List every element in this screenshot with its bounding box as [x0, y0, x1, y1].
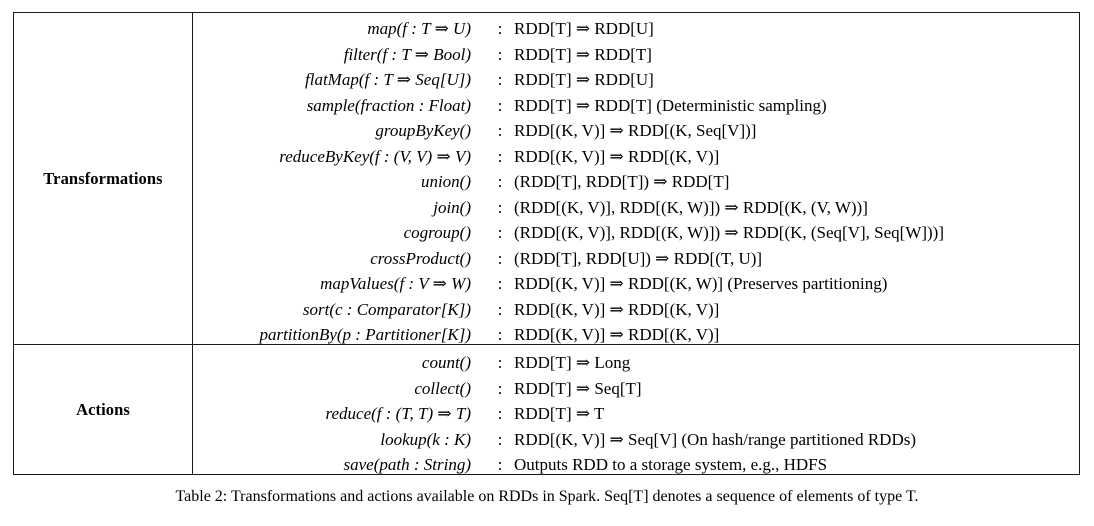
table-row: union() : (RDD[T], RDD[T]) ⇒ RDD[T]: [193, 169, 1079, 195]
operation-type: RDD[(K, V)] ⇒ RDD[(K, V)]: [514, 325, 720, 344]
operation-type: (RDD[(K, V)], RDD[(K, W)]) ⇒ RDD[(K, (V,…: [514, 197, 868, 217]
table-row: partitionBy(p : Partitioner[K]) : RDD[(K…: [193, 322, 1079, 348]
operation-signature: filter(f : T ⇒ Bool): [343, 44, 471, 64]
operation-type: RDD[T] ⇒ RDD[T]: [514, 44, 652, 64]
operation-signature: join(): [433, 197, 471, 217]
table-row: flatMap(f : T ⇒ Seq[U]) : RDD[T] ⇒ RDD[U…: [193, 67, 1079, 93]
row-colon: :: [497, 70, 503, 89]
table-row: save(path : String) : Outputs RDD to a s…: [193, 452, 1079, 478]
row-colon: :: [497, 274, 503, 293]
row-colon: :: [497, 299, 503, 319]
table-row: lookup(k : K) : RDD[(K, V)] ⇒ Seq[V] (On…: [193, 427, 1079, 453]
operation-signature: flatMap(f : T ⇒ Seq[U]): [305, 70, 471, 89]
operation-signature: reduce(f : (T, T) ⇒ T): [325, 404, 472, 423]
operation-signature: save(path : String): [343, 455, 471, 474]
table-caption: Table 2: Transformations and actions ava…: [175, 488, 919, 505]
operation-type: RDD[(K, V)] ⇒ RDD[(K, V)]: [514, 146, 720, 166]
rdd-operations-table: Transformations map(f : T ⇒ U) : RDD[T] …: [13, 12, 1080, 475]
table-section-transformations: Transformations map(f : T ⇒ U) : RDD[T] …: [14, 13, 1079, 345]
operation-type: RDD[T] ⇒ RDD[U]: [514, 19, 654, 38]
table-row: reduceByKey(f : (V, V) ⇒ V) : RDD[(K, V)…: [193, 144, 1079, 170]
operation-type: RDD[T] ⇒ Seq[T]: [514, 378, 642, 398]
operation-type: (RDD[T], RDD[T]) ⇒ RDD[T]: [514, 172, 730, 191]
operation-signature: collect(): [414, 378, 471, 398]
row-colon: :: [497, 429, 503, 449]
operation-type: RDD[T] ⇒ T: [514, 404, 605, 423]
operation-signature: count(): [421, 353, 471, 372]
table-row: filter(f : T ⇒ Bool) : RDD[T] ⇒ RDD[T]: [193, 42, 1079, 68]
operation-signature: cogroup(): [403, 223, 471, 242]
table-row: sort(c : Comparator[K]) : RDD[(K, V)] ⇒ …: [193, 297, 1079, 323]
operation-signature: union(): [420, 172, 471, 191]
table-row: sample(fraction : Float) : RDD[T] ⇒ RDD[…: [193, 93, 1079, 119]
row-colon: :: [497, 248, 503, 268]
actions-rows: count() : RDD[T] ⇒ Long collect() : RDD[…: [193, 345, 1079, 474]
operation-signature: partitionBy(p : Partitioner[K]): [259, 325, 471, 344]
operation-signature: sort(c : Comparator[K]): [302, 299, 471, 319]
table-row: groupByKey() : RDD[(K, V)] ⇒ RDD[(K, Seq…: [193, 118, 1079, 144]
operation-signature: crossProduct(): [370, 248, 471, 268]
operation-type: RDD[T] ⇒ RDD[U]: [514, 70, 654, 89]
table-row: count() : RDD[T] ⇒ Long: [193, 350, 1079, 376]
table-section-actions: Actions count() : RDD[T] ⇒ Long collect(…: [14, 345, 1079, 474]
row-colon: :: [497, 146, 503, 166]
row-colon: :: [497, 95, 503, 115]
row-colon: :: [497, 353, 503, 372]
table-row: join() : (RDD[(K, V)], RDD[(K, W)]) ⇒ RD…: [193, 195, 1079, 221]
table-row: mapValues(f : V ⇒ W) : RDD[(K, V)] ⇒ RDD…: [193, 271, 1079, 297]
row-colon: :: [497, 404, 503, 423]
table-row: reduce(f : (T, T) ⇒ T) : RDD[T] ⇒ T: [193, 401, 1079, 427]
operation-type: RDD[T] ⇒ RDD[T] (Deterministic sampling): [514, 95, 827, 115]
operation-signature: map(f : T ⇒ U): [367, 19, 471, 38]
row-colon: :: [497, 121, 503, 140]
operation-type: (RDD[T], RDD[U]) ⇒ RDD[(T, U)]: [514, 248, 763, 268]
operation-signature: groupByKey(): [375, 121, 471, 140]
transformations-rows: map(f : T ⇒ U) : RDD[T] ⇒ RDD[U] filter(…: [193, 13, 1079, 344]
row-colon: :: [497, 378, 503, 398]
operation-signature: mapValues(f : V ⇒ W): [320, 274, 471, 293]
row-colon: :: [497, 44, 503, 64]
operation-signature: sample(fraction : Float): [306, 95, 471, 115]
row-colon: :: [497, 455, 503, 474]
table-row: cogroup() : (RDD[(K, V)], RDD[(K, W)]) ⇒…: [193, 220, 1079, 246]
operation-type: Outputs RDD to a storage system, e.g., H…: [514, 455, 828, 474]
table-row: collect() : RDD[T] ⇒ Seq[T]: [193, 376, 1079, 402]
section-label-actions: Actions: [14, 345, 193, 474]
row-colon: :: [497, 223, 503, 242]
row-colon: :: [497, 325, 503, 344]
operation-type: RDD[(K, V)] ⇒ Seq[V] (On hash/range part…: [514, 429, 917, 449]
row-colon: :: [497, 19, 503, 38]
table-row: crossProduct() : (RDD[T], RDD[U]) ⇒ RDD[…: [193, 246, 1079, 272]
table-row: map(f : T ⇒ U) : RDD[T] ⇒ RDD[U]: [193, 16, 1079, 42]
operation-type: RDD[T] ⇒ Long: [514, 353, 631, 372]
operation-type: (RDD[(K, V)], RDD[(K, W)]) ⇒ RDD[(K, (Se…: [514, 223, 945, 242]
row-colon: :: [497, 197, 503, 217]
operation-signature: lookup(k : K): [380, 429, 471, 449]
operation-type: RDD[(K, V)] ⇒ RDD[(K, W)] (Preserves par…: [514, 274, 888, 293]
operation-type: RDD[(K, V)] ⇒ RDD[(K, V)]: [514, 299, 720, 319]
operation-signature: reduceByKey(f : (V, V) ⇒ V): [279, 146, 471, 166]
row-colon: :: [497, 172, 503, 191]
section-label-transformations: Transformations: [14, 13, 193, 344]
operation-type: RDD[(K, V)] ⇒ RDD[(K, Seq[V])]: [514, 121, 757, 140]
